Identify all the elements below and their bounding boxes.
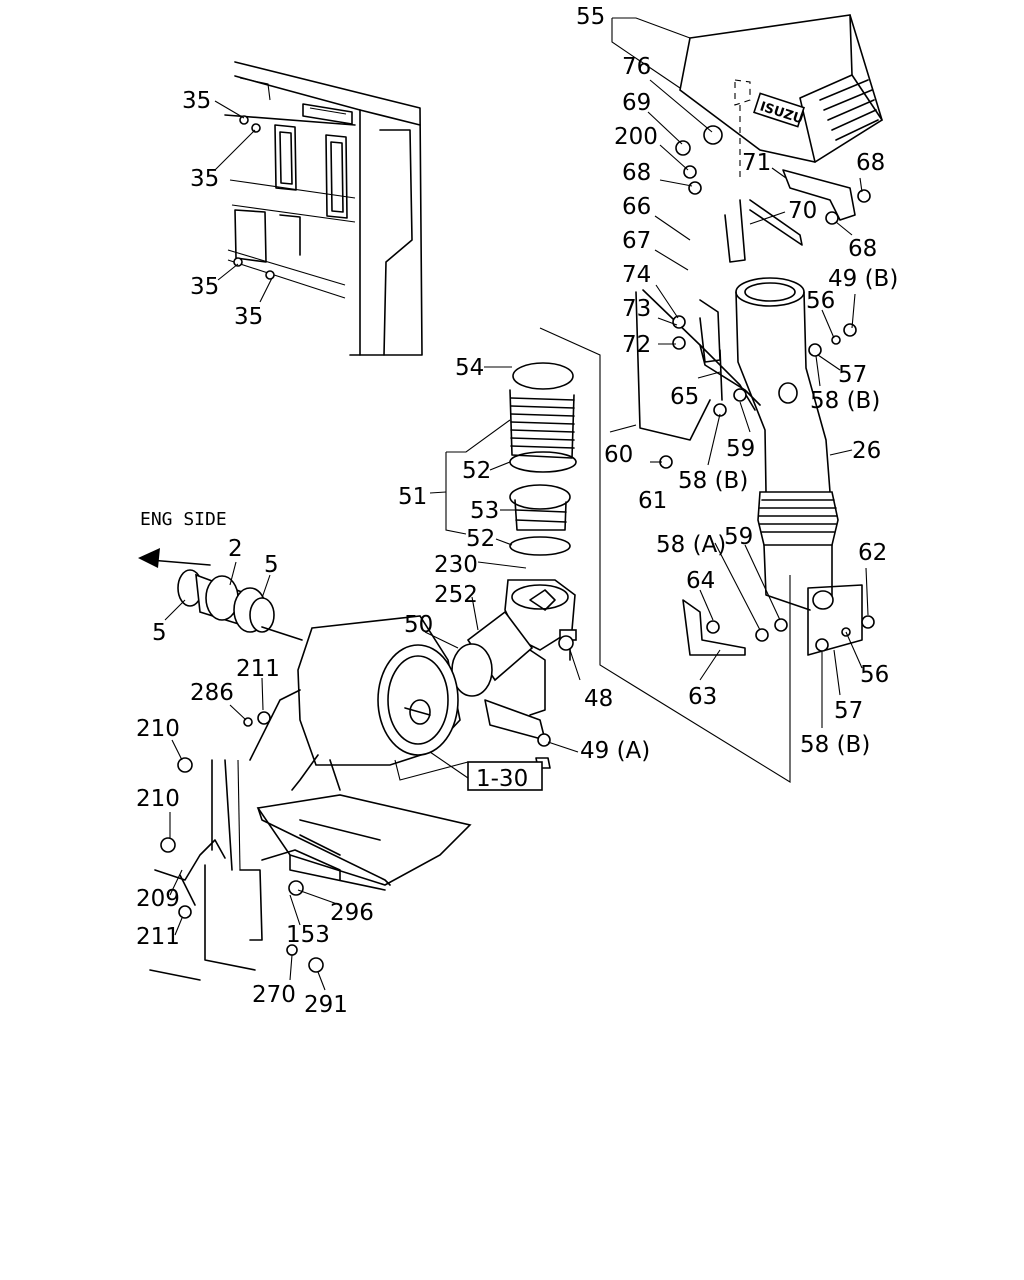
callout-54: 54 xyxy=(455,355,484,381)
callout-52-upper: 52 xyxy=(462,458,491,484)
callout-57-upper: 57 xyxy=(838,362,867,388)
callout-2: 2 xyxy=(228,536,243,562)
callout-55: 55 xyxy=(576,4,605,30)
callout-211-upper: 211 xyxy=(236,656,280,682)
callout-65: 65 xyxy=(670,384,699,410)
callout-63: 63 xyxy=(688,684,717,710)
callout-48: 48 xyxy=(584,686,613,712)
callout-70: 70 xyxy=(788,198,817,224)
callout-69: 69 xyxy=(622,90,651,116)
brackets-drawing xyxy=(635,169,863,656)
callout-60: 60 xyxy=(604,442,633,468)
callout-68-right: 68 xyxy=(848,236,877,262)
intake-hose-drawing xyxy=(451,362,577,769)
callout-59-lower: 59 xyxy=(724,524,753,550)
callout-64: 64 xyxy=(686,568,715,594)
eng-side-arrow-icon xyxy=(138,548,211,568)
callout-210-upper: 210 xyxy=(136,716,180,742)
reference-box xyxy=(467,761,543,791)
callout-50: 50 xyxy=(404,612,433,638)
callout-270: 270 xyxy=(252,982,296,1008)
callout-291: 291 xyxy=(304,992,348,1018)
callout-57-lower: 57 xyxy=(834,698,863,724)
callout-230: 230 xyxy=(434,552,478,578)
callout-153: 153 xyxy=(286,922,330,948)
callout-200: 200 xyxy=(614,124,658,150)
reference-box-label: 1-30 xyxy=(476,766,528,792)
snorkel-cover-drawing: ISUZU xyxy=(679,14,883,180)
callout-209: 209 xyxy=(136,886,180,912)
callout-61: 61 xyxy=(638,488,667,514)
callout-58b-middle: 58 (B) xyxy=(678,468,748,494)
callout-35-a: 35 xyxy=(182,88,211,114)
reference-dashed-line xyxy=(539,327,791,783)
callout-26: 26 xyxy=(852,438,881,464)
snorkel-duct-drawing xyxy=(719,277,839,611)
callout-68-upper: 68 xyxy=(622,160,651,186)
callout-35-d: 35 xyxy=(234,304,263,330)
callout-71: 71 xyxy=(742,150,771,176)
callout-67: 67 xyxy=(622,228,651,254)
callout-252: 252 xyxy=(434,582,478,608)
callout-56-lower: 56 xyxy=(860,662,889,688)
air-cleaner-drawing xyxy=(249,615,461,791)
inlet-pipe-drawing xyxy=(177,569,303,641)
eng-side-label: ENG SIDE xyxy=(140,509,227,530)
callout-74: 74 xyxy=(622,262,651,288)
callout-58b-upper: 58 (B) xyxy=(810,388,880,414)
fastener-markers xyxy=(160,115,875,973)
callout-35-c: 35 xyxy=(190,274,219,300)
callout-56-upper: 56 xyxy=(806,288,835,314)
callout-73: 73 xyxy=(622,296,651,322)
callout-58a: 58 (A) xyxy=(656,532,726,558)
callout-49a: 49 (A) xyxy=(580,738,650,764)
callout-5-left: 5 xyxy=(152,620,167,646)
callout-labels: 55 76 69 200 68 71 68 66 70 68 67 49 (B)… xyxy=(136,4,898,1018)
callout-62: 62 xyxy=(858,540,887,566)
callout-53: 53 xyxy=(470,498,499,524)
callout-58b-lower: 58 (B) xyxy=(800,732,870,758)
callout-5-right: 5 xyxy=(264,552,279,578)
callout-35-b: 35 xyxy=(190,166,219,192)
callout-76: 76 xyxy=(622,54,651,80)
callout-72: 72 xyxy=(622,332,651,358)
callout-210-lower: 210 xyxy=(136,786,180,812)
callout-66: 66 xyxy=(622,194,651,220)
callout-68-right-top: 68 xyxy=(856,150,885,176)
leader-lines xyxy=(164,17,869,991)
callout-59-upper: 59 xyxy=(726,436,755,462)
mounting-frame-drawing xyxy=(149,759,472,981)
callout-296: 296 xyxy=(330,900,374,926)
callout-286: 286 xyxy=(190,680,234,706)
callout-51: 51 xyxy=(398,484,427,510)
callout-52-lower: 52 xyxy=(466,526,495,552)
callout-211-lower: 211 xyxy=(136,924,180,950)
callout-49b-upper: 49 (B) xyxy=(828,266,898,292)
